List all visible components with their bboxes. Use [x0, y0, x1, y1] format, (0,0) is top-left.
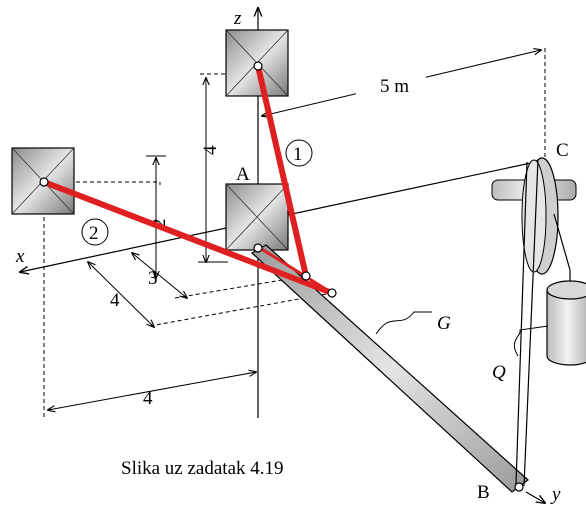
- pulley-wheel: [521, 157, 559, 275]
- bar-2: [41, 179, 335, 296]
- wall-plate-a: [225, 183, 289, 251]
- point-c-label: C: [556, 140, 569, 161]
- dimension-offset-4-label: 4: [110, 290, 120, 311]
- load-q-label: Q: [492, 362, 506, 383]
- beam-g: [250, 244, 529, 493]
- bar-2-marker: 2: [81, 218, 109, 246]
- q-leader: [513, 325, 549, 357]
- dimension-side-height: [146, 155, 166, 278]
- dimension-offset-3-label: 3: [148, 268, 158, 289]
- dimension-bottom-label: 4: [143, 388, 153, 409]
- x-axis-label: x: [15, 246, 25, 267]
- joints: [39, 61, 524, 492]
- point-b-label: B: [477, 482, 490, 503]
- y-axis-label: y: [550, 484, 561, 505]
- load-g-label: G: [437, 313, 451, 334]
- bar-1: [255, 63, 309, 279]
- dimension-offsets: [88, 253, 187, 327]
- svg-text:1: 1: [293, 144, 303, 165]
- dimension-5m-label: 5 m: [380, 76, 409, 97]
- z-axis-label: z: [233, 8, 242, 29]
- dimension-top-height: [198, 78, 228, 262]
- point-a-label: A: [236, 164, 250, 185]
- bar-1-marker: 1: [285, 139, 313, 167]
- dimension-5m-mask: [356, 70, 426, 96]
- dimension-bottom: [48, 372, 256, 410]
- y-axis: [525, 491, 545, 503]
- figure-caption: Slika uz zadatak 4.19: [121, 458, 284, 479]
- g-leader: [375, 311, 432, 335]
- dimension-top-height-label: 4: [200, 145, 221, 155]
- dimension-side-height-label: 2: [149, 219, 170, 229]
- svg-text:2: 2: [89, 223, 99, 244]
- strut-a: [259, 246, 333, 295]
- weight-q: [546, 280, 586, 366]
- pulley-cable: [515, 159, 571, 487]
